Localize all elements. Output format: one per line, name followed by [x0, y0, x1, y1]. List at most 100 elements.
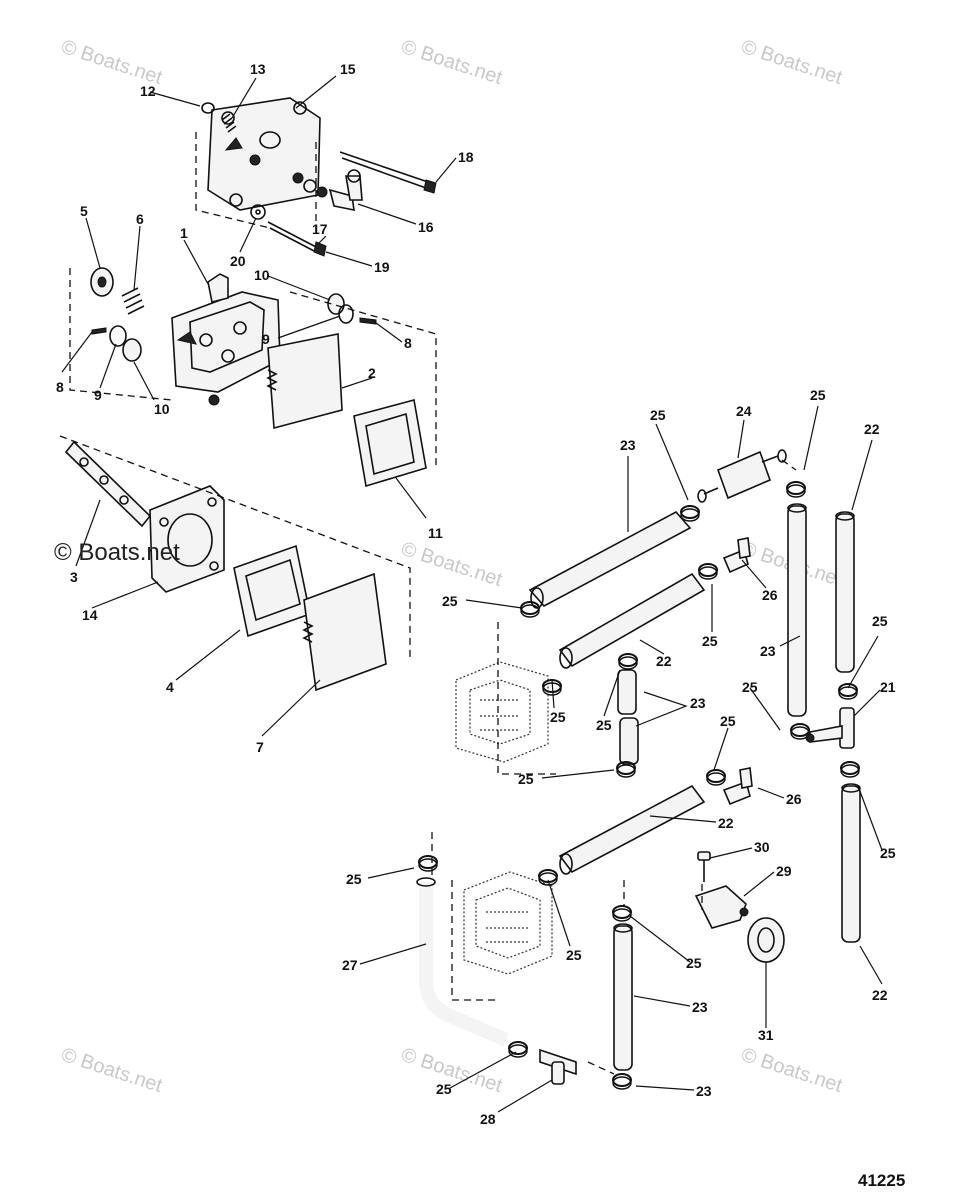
hose-22-lower: [558, 784, 706, 875]
hose-clamp-band: [538, 872, 558, 886]
watermark: © Boats.net: [738, 36, 845, 89]
watermark: © Boats.net: [58, 36, 165, 89]
hose-clamp: [698, 563, 718, 577]
hose-clamps-25: [418, 481, 860, 1090]
hose-22-vertical-lower-right: [841, 783, 861, 943]
dash-guide-f: [497, 622, 556, 775]
hose-clamp-band: [838, 686, 858, 700]
elbow-fitting-16: [328, 169, 363, 212]
callout-12: 12: [140, 83, 156, 99]
hose-clamp-band: [786, 484, 806, 498]
callout-2: 2: [368, 365, 376, 381]
elbow-26-top: [722, 537, 751, 574]
tee-fitting-28: [539, 1048, 577, 1085]
callout-25-o: 25: [436, 1081, 452, 1097]
dash-guide-e: [59, 435, 411, 660]
callout-25-c: 25: [442, 593, 458, 609]
hose-clamp-band: [698, 566, 718, 580]
washer-12: [201, 102, 215, 114]
callout-3: 3: [70, 569, 78, 585]
callout-22-c: 22: [718, 815, 734, 831]
hose-clamp: [618, 653, 638, 667]
callout-8-right: 8: [404, 335, 412, 351]
hose-clamp-band: [612, 1076, 632, 1090]
callout-23-right: 23: [760, 643, 776, 659]
document-number: 41225: [858, 1171, 905, 1190]
dash-guide-i: [451, 880, 500, 1001]
hose-clamp-band: [508, 1044, 528, 1058]
callout-25-h: 25: [742, 679, 758, 695]
hose-clamp-band: [790, 726, 810, 740]
callout-8-left: 8: [56, 379, 64, 395]
callout-23-lower: 23: [692, 999, 708, 1015]
hose-clamp: [706, 769, 726, 783]
callout-26-top: 26: [762, 587, 778, 603]
elbow-26-lower: [722, 767, 753, 806]
callout-28: 28: [480, 1111, 496, 1127]
bent-hose-27: [416, 877, 509, 1047]
nut-17: [316, 186, 328, 198]
check-valve-29: [694, 885, 749, 929]
hose-23-vertical-lower: [613, 923, 633, 1071]
hose-clamp: [786, 481, 806, 495]
spring-7: [121, 287, 145, 315]
fuel-filter-24: [697, 449, 787, 503]
callout-25-n: 25: [686, 955, 702, 971]
gasket-5: [302, 572, 387, 692]
callout-10-right: 10: [254, 267, 270, 283]
fuel-pump-body-1: [171, 273, 281, 406]
hose-clamp-band: [418, 858, 438, 872]
callout-25-g: 25: [596, 717, 612, 733]
callout-25-e: 25: [872, 613, 888, 629]
fuel-pump-cover-15: [207, 97, 321, 211]
dash-guide-a: [195, 132, 271, 229]
callout-25-b: 25: [810, 387, 826, 403]
callout-19: 19: [374, 259, 390, 275]
hose-clamp-band: [612, 908, 632, 922]
dash-guide-d: [289, 291, 437, 470]
callout-9-right: 9: [262, 331, 270, 347]
dash-guide-c: [69, 268, 173, 401]
tee-fitting-21: [805, 707, 855, 749]
screw-18: [339, 151, 437, 194]
ghost-block-upper: [455, 661, 549, 763]
callout-25-m: 25: [566, 947, 582, 963]
washer-20: [250, 204, 266, 220]
dash-guide-g: [781, 459, 797, 471]
watermark: © Boats.net: [738, 1044, 845, 1097]
hose-clamp: [838, 683, 858, 697]
callout-16: 16: [418, 219, 434, 235]
watermark: © Boats.net: [58, 1044, 165, 1097]
valve-parts-8-9-10-left: [91, 325, 142, 362]
hose-clamp-band: [840, 764, 860, 778]
callout-31: 31: [758, 1027, 774, 1043]
ghost-block-lower: [463, 871, 553, 975]
screw-19: [267, 221, 327, 257]
callout-23-top: 23: [620, 437, 636, 453]
valve-parts-8-9-10-right: [327, 293, 377, 325]
adapter-plate-14: [149, 485, 225, 593]
callout-4: 4: [166, 679, 174, 695]
callout-20: 20: [230, 253, 246, 269]
hose-clamp-band: [520, 604, 540, 618]
callout-6: 5: [80, 203, 88, 219]
callout-22-a: 22: [864, 421, 880, 437]
hose-22-middle: [558, 572, 706, 669]
spring-13: [221, 113, 237, 133]
callout-5: 7: [256, 739, 264, 755]
gasket-2: [266, 333, 343, 430]
callout-30: 30: [754, 839, 770, 855]
cap-6: [90, 267, 114, 297]
callout-22-b: 22: [656, 653, 672, 669]
hose-clamp: [612, 905, 632, 919]
watermark: © Boats.net: [398, 1044, 505, 1097]
gasket-11: [353, 399, 427, 488]
callout-labels: 12 13 15 18 16 17 19 20 5 6 1 10 9 8 2 8…: [56, 61, 896, 1127]
callout-25-l: 25: [346, 871, 362, 887]
callout-18: 18: [458, 149, 474, 165]
watermark: © Boats.net: [398, 538, 505, 591]
hose-clamp: [616, 761, 636, 775]
callout-25-i: 25: [518, 771, 534, 787]
